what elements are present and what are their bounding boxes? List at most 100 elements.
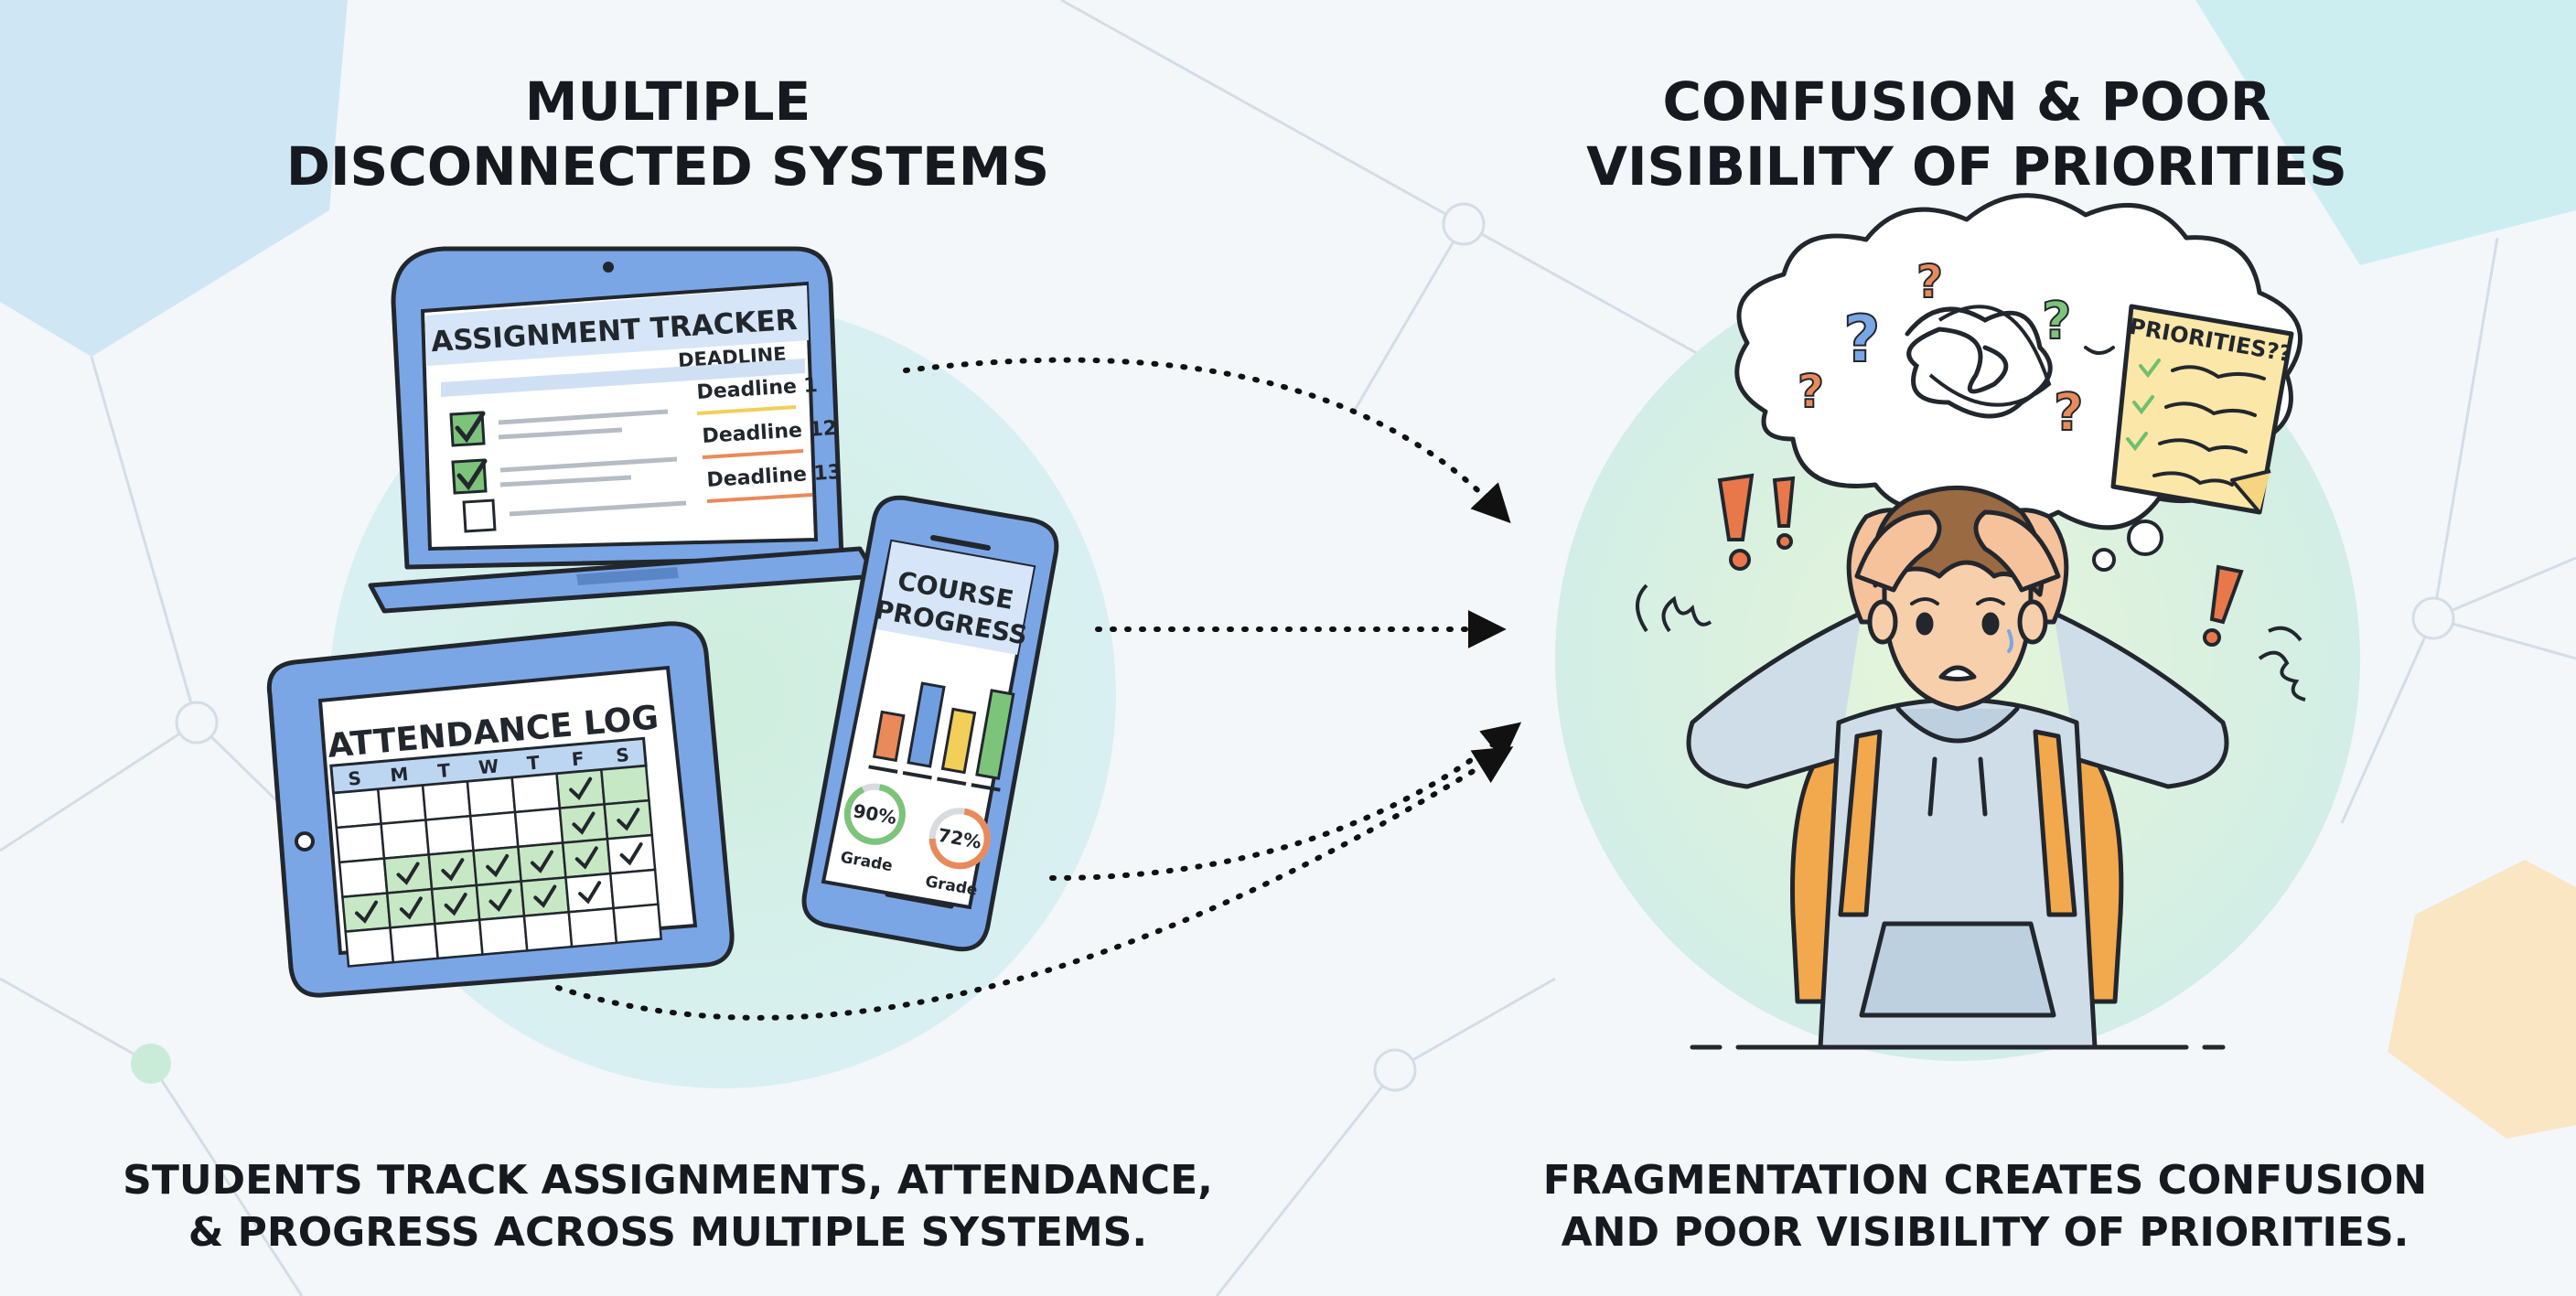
check-icon <box>486 853 510 878</box>
calendar-cell <box>561 837 612 879</box>
calendar-cell <box>385 887 436 929</box>
check-icon <box>572 811 596 835</box>
grade-gauge-fill <box>928 808 991 870</box>
motion-lines-icon <box>2258 626 2306 702</box>
corner-shape-top-right <box>2195 0 2576 265</box>
calendar-cell <box>567 906 618 948</box>
calendar-cell <box>612 903 663 945</box>
exclamation-icon <box>1772 476 1796 528</box>
exclamation-icon <box>2209 564 2244 625</box>
calendar-day-label: T <box>436 759 451 782</box>
calendar-cell <box>522 910 574 952</box>
question-mark-icon: ? <box>2042 292 2071 351</box>
progress-bar <box>975 689 1015 780</box>
calendar-cell <box>344 926 395 968</box>
flow-arrows <box>555 357 1522 1021</box>
bar-axis-tick <box>971 783 1001 792</box>
progress-bar <box>872 710 906 763</box>
calendar-cell <box>603 798 654 841</box>
corner-shape-top-left <box>0 0 348 357</box>
right-heading: CONFUSION & POOR VISIBILITY OF PRIORITIE… <box>1491 70 2442 199</box>
thought-bubble: ? ? ? ? ? PRIORITIES?? <box>1734 193 2302 572</box>
left-caption: STUDENTS TRACK ASSIGNMENTS, ATTENDANCE, … <box>82 1154 1253 1259</box>
calendar-day-label: F <box>571 747 585 770</box>
corner-shape-bottom-right <box>2388 860 2576 1139</box>
scribble-icon <box>1928 305 2052 407</box>
question-mark-icon: ? <box>1798 365 1824 418</box>
right-caption: FRAGMENTATION CREATES CONFUSION AND POOR… <box>1464 1154 2506 1259</box>
question-mark-icon: ? <box>1916 255 1943 308</box>
question-mark-icon: ? <box>1843 302 1881 377</box>
calendar-cell <box>382 852 434 894</box>
left-heading-line: DISCONNECTED SYSTEMS <box>285 134 1050 198</box>
calendar-cell <box>513 807 564 849</box>
calendar-cell <box>466 776 517 818</box>
calendar-cell <box>380 819 431 860</box>
stress-marks <box>1636 473 2306 702</box>
calendar-cell <box>516 841 567 884</box>
check-icon <box>488 888 512 913</box>
left-heading-line: MULTIPLE <box>524 70 811 133</box>
calendar-cell <box>510 772 562 814</box>
phone-bar-chart <box>868 681 1015 792</box>
calendar-cell <box>433 918 484 960</box>
calendar-cell <box>599 764 650 806</box>
calendar-day-label: W <box>478 755 499 778</box>
check-icon <box>578 881 602 905</box>
arrow-phone-lower-to-student <box>1049 722 1522 881</box>
left-caption-line: STUDENTS TRACK ASSIGNMENTS, ATTENDANCE, <box>123 1157 1213 1204</box>
check-icon <box>569 777 593 800</box>
arrow-laptop-to-student <box>903 357 1511 524</box>
calendar-day-label: S <box>615 744 629 766</box>
bar-axis-tick <box>902 770 932 780</box>
calendar-day-label: T <box>526 751 541 774</box>
calendar-cell <box>341 892 392 933</box>
calendar-cell <box>606 833 657 875</box>
calendar-cell <box>555 768 606 810</box>
calendar-day-label: M <box>390 763 410 787</box>
calendar-cell <box>424 814 475 856</box>
progress-bar <box>907 681 946 768</box>
check-icon <box>530 850 553 873</box>
calendar-cell <box>338 857 389 899</box>
calendar-cell <box>608 868 660 910</box>
left-heading: MULTIPLE DISCONNECTED SYSTEMS <box>201 70 1134 199</box>
check-icon <box>441 858 465 882</box>
check-icon <box>456 458 488 491</box>
check-icon <box>396 862 420 885</box>
exclamation-icon <box>1717 473 1755 541</box>
stressed-student <box>1686 485 2229 1050</box>
calendar-cell <box>376 784 427 826</box>
right-caption-line: FRAGMENTATION CREATES CONFUSION <box>1542 1157 2428 1204</box>
calendar-cell <box>421 780 472 821</box>
calendar-day-label: S <box>347 767 361 790</box>
bar-axis-tick <box>868 765 898 774</box>
check-icon <box>619 842 643 866</box>
check-icon <box>533 884 557 908</box>
calendar-cell <box>520 876 571 917</box>
grade-gauge-fill <box>843 783 906 845</box>
check-icon <box>444 893 467 916</box>
check-icon <box>455 411 486 444</box>
calendar-cell <box>332 787 382 830</box>
right-heading-line: VISIBILITY OF PRIORITIES <box>1586 134 2347 198</box>
arrow-tablet-to-student <box>555 746 1514 1021</box>
attendance-calendar: S M T W T F S <box>329 736 663 968</box>
calendar-cell <box>335 822 386 864</box>
calendar-cell <box>564 872 615 914</box>
right-heading-line: CONFUSION & POOR <box>1662 70 2271 133</box>
calendar-cell <box>472 845 523 887</box>
question-mark-icon: ? <box>2054 383 2083 443</box>
calendar-cell <box>430 884 481 926</box>
motion-lines-icon <box>1636 584 1712 633</box>
left-caption-line: & PROGRESS ACROSS MULTIPLE SYSTEMS. <box>188 1209 1148 1257</box>
calendar-cell <box>478 915 529 956</box>
calendar-cell <box>558 803 609 844</box>
laptop-assignment-tracker: ASSIGNMENT TRACKER DEADLINE Deadline 1 D… <box>368 246 879 614</box>
bar-axis-tick <box>937 777 967 787</box>
